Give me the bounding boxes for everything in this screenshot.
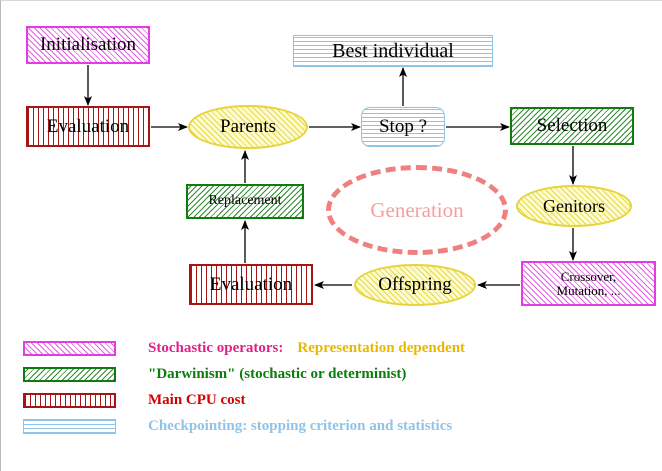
node-stop[interactable]: Stop ?: [361, 107, 445, 147]
legend-label-stochastic-operators: Stochastic operators:: [148, 339, 284, 356]
legend-swatch-stochastic-operators: [23, 340, 116, 356]
evaluation-top-label: Evaluation: [46, 115, 130, 137]
legend-swatch-checkpointing: [23, 418, 116, 434]
legend-label-main-cpu-cost: Main CPU cost: [148, 391, 246, 408]
crossover-line-1: Crossover,: [560, 268, 617, 284]
legend-label-stochastic-operators-secondary: Representation dependent: [297, 339, 466, 356]
node-selection[interactable]: Selection: [510, 107, 634, 145]
genitors-label: Genitors: [543, 195, 605, 216]
node-parents[interactable]: Parents: [188, 105, 308, 149]
legend-row-main-cpu-cost: Main CPU cost: [23, 389, 246, 411]
generation-label: Generation: [370, 197, 464, 222]
node-initialisation[interactable]: Initialisation: [26, 26, 150, 64]
selection-label: Selection: [536, 115, 608, 137]
initialisation-label: Initialisation: [39, 34, 137, 56]
offspring-label: Offspring: [378, 274, 452, 296]
crossover-line-2: Mutation, ...: [556, 282, 621, 298]
parents-label: Parents: [220, 116, 276, 138]
node-crossover-mutation[interactable]: Crossover, Mutation, ...: [521, 261, 656, 306]
legend-row-checkpointing: Checkpointing: stopping criterion and st…: [23, 415, 452, 437]
generation-cycle-label: Generation: [326, 165, 508, 255]
node-replacement[interactable]: Replacement: [186, 184, 304, 219]
stop-label: Stop ?: [378, 116, 428, 138]
legend-label-darwinism: "Darwinism" (stochastic or determinist): [148, 365, 407, 382]
node-evaluation-top[interactable]: Evaluation: [26, 106, 150, 147]
legend-swatch-main-cpu-cost: [23, 392, 116, 408]
best-individual-label: Best individual: [332, 39, 454, 62]
evaluation-bottom-label: Evaluation: [209, 273, 293, 295]
legend-label-checkpointing: Checkpointing: stopping criterion and st…: [148, 417, 453, 434]
legend-swatch-darwinism: [23, 366, 116, 382]
legend-row-darwinism: "Darwinism" (stochastic or determinist): [23, 363, 406, 385]
node-evaluation-bottom[interactable]: Evaluation: [189, 264, 313, 305]
legend-row-stochastic-operators: Stochastic operators: Representation depe…: [23, 337, 465, 359]
node-best-individual[interactable]: Best individual: [293, 35, 493, 67]
node-genitors[interactable]: Genitors: [516, 185, 632, 227]
replacement-label: Replacement: [208, 193, 282, 209]
node-offspring[interactable]: Offspring: [354, 264, 476, 306]
